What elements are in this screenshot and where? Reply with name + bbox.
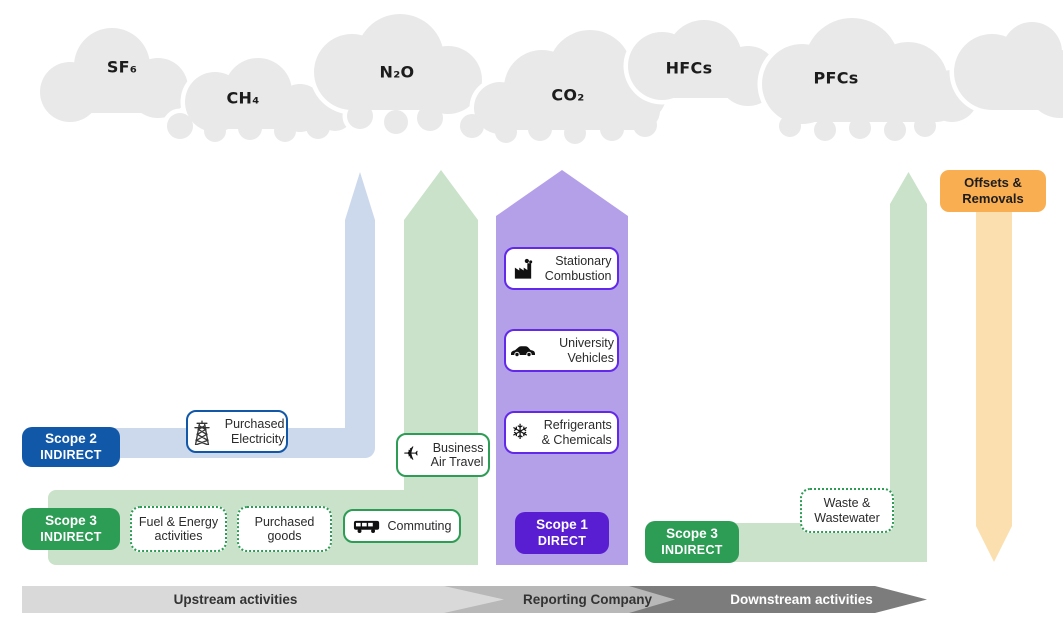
stationary-combustion-box: Stationary Combustion <box>504 247 619 290</box>
fuel-energy-activities-box: Fuel & Energy activities <box>130 506 227 552</box>
refrigerants-chemicals-label: Refrigerants & Chemicals <box>541 418 612 447</box>
purchased-electricity-label: Purchased Electricity <box>224 417 285 446</box>
waste-wastewater-label: Waste & Wastewater <box>814 496 880 525</box>
transmission-tower-icon <box>190 419 214 445</box>
reporting-company-label: Reporting Company <box>522 592 652 607</box>
upstream-activities-label: Upstream activities <box>173 592 298 607</box>
university-vehicles-box: University Vehicles <box>504 329 619 372</box>
scope1-title: Scope 1 <box>536 516 588 532</box>
business-air-travel-box: ✈ Business Air Travel <box>396 433 490 477</box>
scope2-pill: Scope 2 INDIRECT <box>22 427 120 467</box>
gas-label-ch4: CH₄ <box>226 88 260 108</box>
car-icon <box>509 344 537 357</box>
gas-label-n2o: N₂O <box>379 62 415 82</box>
scope3-downstream-type: INDIRECT <box>661 542 723 557</box>
offsets-down-arrow <box>976 200 1012 562</box>
downstream-activities-label: Downstream activities <box>730 592 873 607</box>
upstream-activities-band: Upstream activities <box>22 586 504 613</box>
scope3-upstream-pill: Scope 3 INDIRECT <box>22 508 120 550</box>
university-vehicles-label: University Vehicles <box>559 336 614 365</box>
airplane-icon: ✈ <box>402 443 419 466</box>
offsets-removals-label: Offsets & Removals <box>962 174 1024 206</box>
gas-label-co2: CO₂ <box>551 85 585 105</box>
scope3-downstream-pill: Scope 3 INDIRECT <box>645 521 739 563</box>
gas-label-hfcs: HFCs <box>665 58 713 78</box>
scope2-up-arrow <box>345 172 375 446</box>
scope2-type: INDIRECT <box>40 447 102 462</box>
reporting-company-band: Reporting Company <box>438 586 675 613</box>
fuel-energy-activities-label: Fuel & Energy activities <box>138 514 219 543</box>
scope1-type: DIRECT <box>537 533 587 548</box>
purchased-goods-label: Purchased goods <box>254 514 315 543</box>
snowflake-icon: ❄ <box>511 420 529 445</box>
gas-clouds-illustration <box>0 0 1063 160</box>
refrigerants-chemicals-box: ❄ Refrigerants & Chemicals <box>504 411 619 454</box>
stationary-combustion-label: Stationary Combustion <box>544 254 612 283</box>
scope3-upstream-title: Scope 3 <box>45 512 97 528</box>
purchased-electricity-box: Purchased Electricity <box>186 410 288 453</box>
commuting-label: Commuting <box>387 518 452 533</box>
scope3-downstream-title: Scope 3 <box>666 525 718 541</box>
scope3-downstream-up-arrow <box>890 172 927 562</box>
waste-wastewater-box: Waste & Wastewater <box>800 488 894 533</box>
bus-icon <box>353 519 381 534</box>
downstream-activities-band: Downstream activities <box>628 586 927 613</box>
gas-label-sf6: SF₆ <box>106 57 138 77</box>
purchased-goods-box: Purchased goods <box>237 506 332 552</box>
business-air-travel-label: Business Air Travel <box>430 440 484 469</box>
factory-icon <box>512 258 535 280</box>
scope1-pill: Scope 1 DIRECT <box>515 512 609 554</box>
scope2-title: Scope 2 <box>45 430 97 446</box>
offsets-removals-pill: Offsets & Removals <box>940 170 1046 212</box>
gas-label-pfcs: PFCs <box>813 68 859 88</box>
commuting-box: Commuting <box>343 509 461 543</box>
scope3-upstream-type: INDIRECT <box>40 529 102 544</box>
